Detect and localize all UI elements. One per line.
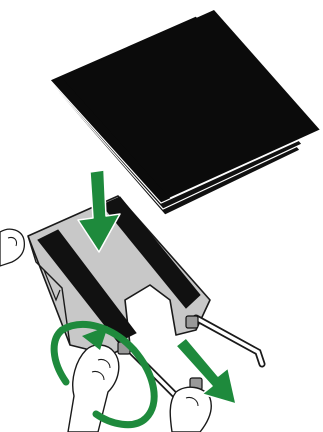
mounting-tray [28, 196, 210, 355]
left-hand [0, 229, 24, 266]
